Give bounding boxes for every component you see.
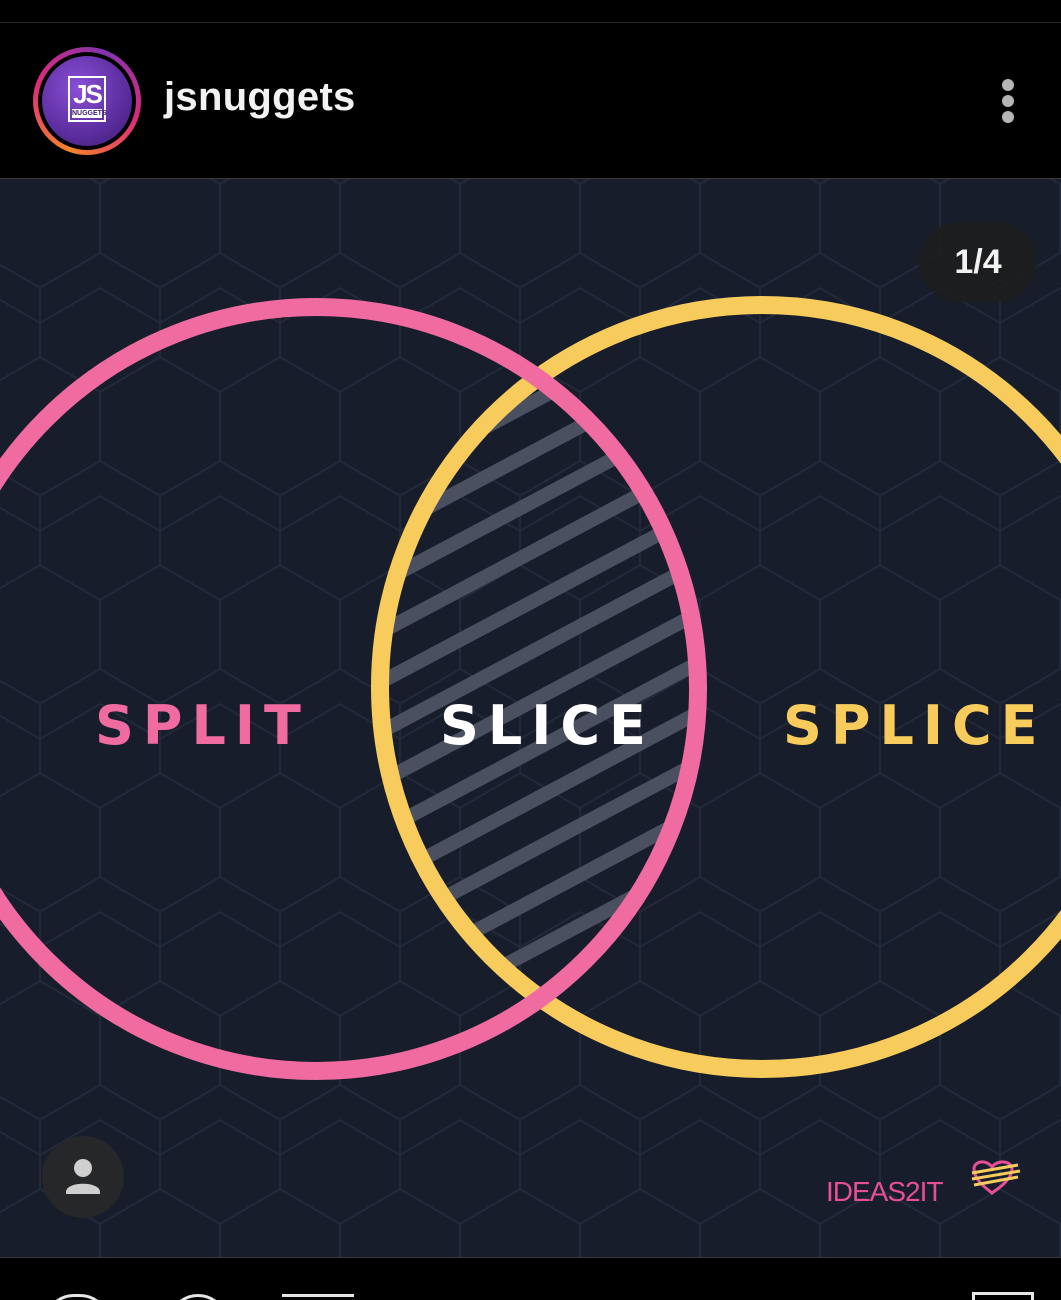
- post-header: JS NUGGETS jsnuggets: [0, 23, 1061, 178]
- status-bar-remnant: [0, 0, 1061, 23]
- more-options-icon[interactable]: [990, 73, 1026, 129]
- action-bar: [0, 1258, 1061, 1300]
- label-splice: SPLICE: [783, 694, 1047, 757]
- splice-circle: [371, 296, 1061, 1078]
- divider: [0, 1257, 1061, 1258]
- venn-diagram: [0, 179, 1061, 1257]
- split-circle: [0, 298, 707, 1080]
- username[interactable]: jsnuggets: [164, 75, 356, 119]
- divider: [0, 178, 1061, 179]
- js-logo: JS NUGGETS: [68, 76, 107, 122]
- label-slice: SLICE: [440, 694, 655, 757]
- brand-mark-icon: [971, 1160, 1021, 1196]
- intersection-hatch: [384, 311, 694, 1065]
- post-image[interactable]: 1/4 SPLIT SLICE SPLICE IDEAS2IT: [0, 179, 1061, 1257]
- carousel-counter: 1/4: [919, 222, 1037, 302]
- story-ring[interactable]: JS NUGGETS: [33, 47, 141, 155]
- brand-logo: IDEAS2IT: [826, 1176, 943, 1207]
- send-icon[interactable]: [282, 1294, 354, 1300]
- heart-icon[interactable]: [44, 1294, 110, 1300]
- bookmark-icon[interactable]: [972, 1292, 1034, 1300]
- avatar[interactable]: JS NUGGETS: [42, 56, 132, 146]
- label-split: SPLIT: [95, 694, 310, 757]
- comment-icon[interactable]: [168, 1294, 228, 1300]
- user-tag-icon[interactable]: [42, 1136, 124, 1218]
